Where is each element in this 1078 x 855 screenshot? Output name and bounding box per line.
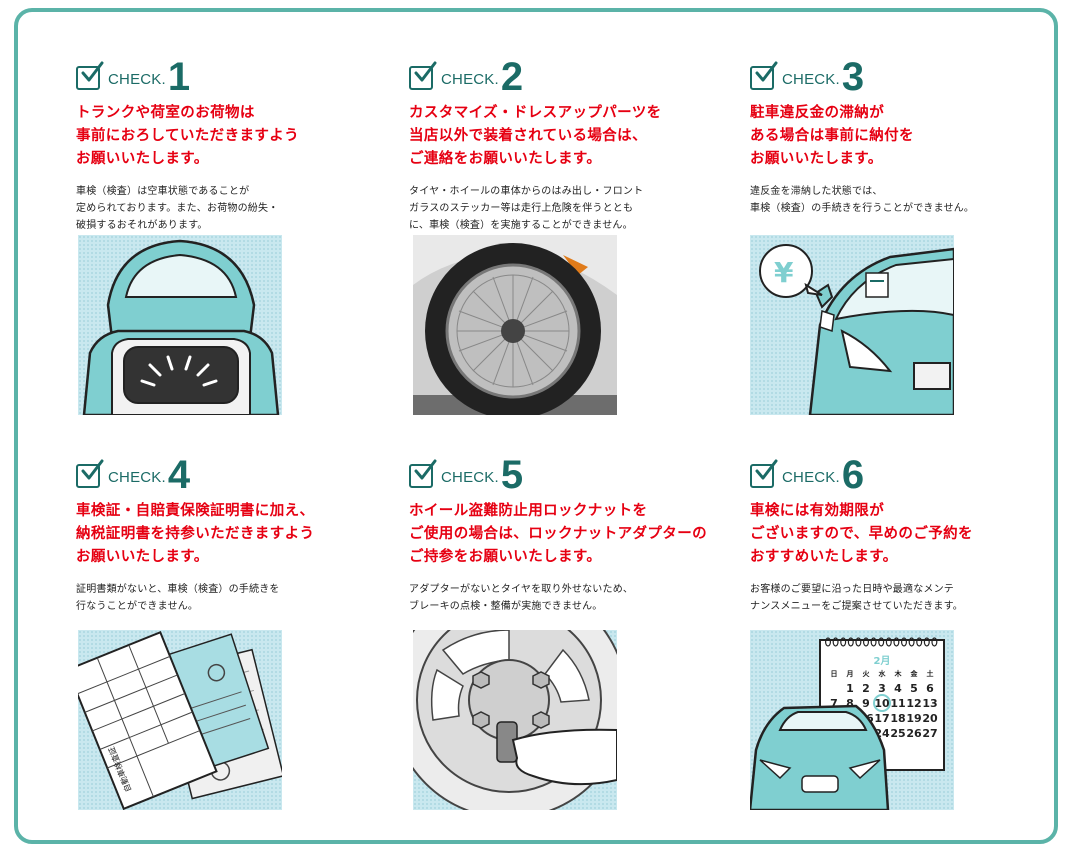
calendar-ring — [862, 637, 869, 647]
card-description: アダプターがないとタイヤを取り外せないため、 ブレーキの点検・整備が実施できませ… — [409, 584, 634, 612]
calendar-weekday: 月 — [846, 670, 854, 678]
calendar-highlight-circle — [873, 694, 891, 712]
yen-symbol: ¥ — [774, 256, 794, 289]
documents-icon: 自動車検査証 — [78, 630, 282, 810]
calendar-month: 2月 — [874, 655, 891, 667]
calendar-day: 3 — [878, 682, 886, 695]
checkbox-icon — [409, 459, 437, 488]
check-label: CHECK. — [441, 71, 499, 88]
lock-nut-icon — [413, 630, 617, 810]
check-number: 4 — [167, 453, 191, 497]
check-card-5: CHECK. 5 ホイール盗難防止用ロックナットを ご使用の場合は、ロックナット… — [409, 450, 709, 615]
calendar-day: 6 — [926, 682, 934, 695]
calendar-ring — [840, 637, 847, 647]
card-title: ホイール盗難防止用ロックナットを ご使用の場合は、ロックナットアダプターの ご持… — [409, 503, 707, 565]
card-title: トランクや荷室のお荷物は 事前におろしていただきますよう お願いいたします。 — [76, 105, 300, 167]
check-label: CHECK. — [108, 469, 166, 486]
calendar-ring — [870, 637, 877, 647]
calendar-day: 27 — [922, 727, 937, 740]
card-description: 違反金を滞納した状態では、 車検（検査）の手続きを行うことができません。 — [750, 186, 975, 214]
calendar-day: 4 — [894, 682, 902, 695]
calendar-ring — [908, 637, 915, 647]
calendar-ring — [885, 637, 892, 647]
checkbox-icon — [76, 61, 104, 90]
calendar-day: 9 — [862, 697, 870, 710]
check-header: CHECK. 2 — [409, 52, 709, 99]
checkbox-icon — [750, 61, 778, 90]
yen-car-icon: ¥ — [750, 235, 954, 415]
card-title: 駐車違反金の滞納が ある場合は事前に納付を お願いいたします。 — [750, 105, 914, 167]
check-label: CHECK. — [782, 469, 840, 486]
open-trunk-icon — [78, 235, 282, 415]
calendar-day: 17 — [874, 712, 889, 725]
custom-wheel-photo — [413, 235, 617, 415]
checkbox-icon — [750, 459, 778, 488]
calendar-ring — [893, 637, 900, 647]
calendar-day: 11 — [890, 697, 905, 710]
check-header: CHECK. 3 — [750, 52, 1050, 99]
calendar-ring — [923, 637, 930, 647]
calendar-day: 13 — [922, 697, 937, 710]
calendar-day: 20 — [922, 712, 938, 725]
check-header: CHECK. 4 — [76, 450, 376, 497]
calendar-day: 25 — [890, 727, 905, 740]
calendar-day: 8 — [846, 697, 854, 710]
page-frame — [14, 8, 1058, 844]
check-header: CHECK. 6 — [750, 450, 1050, 497]
calendar-ring — [901, 637, 908, 647]
calendar-day: 1 — [846, 682, 854, 695]
check-number: 6 — [841, 453, 865, 497]
check-number: 5 — [500, 453, 524, 497]
calendar-weekday: 土 — [927, 669, 934, 678]
checkbox-icon — [409, 61, 437, 90]
check-label: CHECK. — [108, 71, 166, 88]
check-card-4: CHECK. 4 車検証・自賠責保険証明書に加え、 納税証明書を持参いただきます… — [76, 450, 376, 615]
calendar-day: 7 — [830, 697, 838, 710]
calendar-day: 2 — [862, 682, 870, 695]
calendar-day: 26 — [906, 727, 922, 740]
check-number: 1 — [167, 55, 191, 99]
checkbox-icon — [76, 459, 104, 488]
card-description: タイヤ・ホイールの車体からのはみ出し・フロント ガラスのステッカー等は走行上危険… — [409, 186, 644, 231]
calendar-day: 18 — [890, 712, 905, 725]
calendar-day: 5 — [910, 682, 918, 695]
calendar-weekday: 木 — [894, 669, 903, 678]
calendar-day: 19 — [906, 712, 921, 725]
check-header: CHECK. 5 — [409, 450, 709, 497]
calendar-weekday: 日 — [831, 670, 838, 678]
check-card-1: CHECK. 1 トランクや荷室のお荷物は 事前におろしていただきますよう お願… — [76, 52, 376, 234]
calendar-ring — [931, 637, 938, 647]
calendar-day: 12 — [906, 697, 921, 710]
check-number: 3 — [841, 55, 865, 99]
check-card-2: CHECK. 2 カスタマイズ・ドレスアップパーツを 当店以外で装着されている場… — [409, 52, 709, 234]
check-number: 2 — [500, 55, 524, 99]
calendar-ring — [916, 637, 923, 647]
calendar-ring — [855, 637, 862, 647]
card-description: 証明書類がないと、車検（検査）の手続きを 行なうことができません。 — [76, 584, 280, 612]
check-card-6: CHECK. 6 車検には有効期限が ございますので、早めのご予約を おすすめい… — [750, 450, 1050, 615]
card-title: 車検証・自賠責保険証明書に加え、 納税証明書を持参いただきますよう お願いいたし… — [76, 503, 315, 565]
check-card-3: CHECK. 3 駐車違反金の滞納が ある場合は事前に納付を お願いいたします。… — [750, 52, 1050, 217]
calendar-weekday: 金 — [910, 669, 919, 678]
calendar-weekday: 水 — [879, 669, 887, 678]
calendar-ring — [824, 637, 831, 647]
card-title: 車検には有効期限が ございますので、早めのご予約を おすすめいたします。 — [750, 503, 973, 565]
card-description: お客様のご要望に沿った日時や最適なメンテ ナンスメニューをご提案させていただきま… — [750, 584, 963, 612]
calendar-ring — [847, 637, 854, 647]
check-label: CHECK. — [441, 469, 499, 486]
card-description: 車検（検査）は空車状態であることが 定められております。また、お荷物の紛失・ 破… — [76, 186, 279, 231]
check-label: CHECK. — [782, 71, 840, 88]
card-title: カスタマイズ・ドレスアップパーツを 当店以外で装着されている場合は、 ご連絡をお… — [409, 105, 662, 167]
calendar-day: 10 — [874, 697, 890, 710]
check-header: CHECK. 1 — [76, 52, 376, 99]
calendar-weekday: 火 — [863, 670, 871, 678]
calendar-ring — [878, 637, 885, 647]
calendar-ring — [832, 637, 839, 647]
